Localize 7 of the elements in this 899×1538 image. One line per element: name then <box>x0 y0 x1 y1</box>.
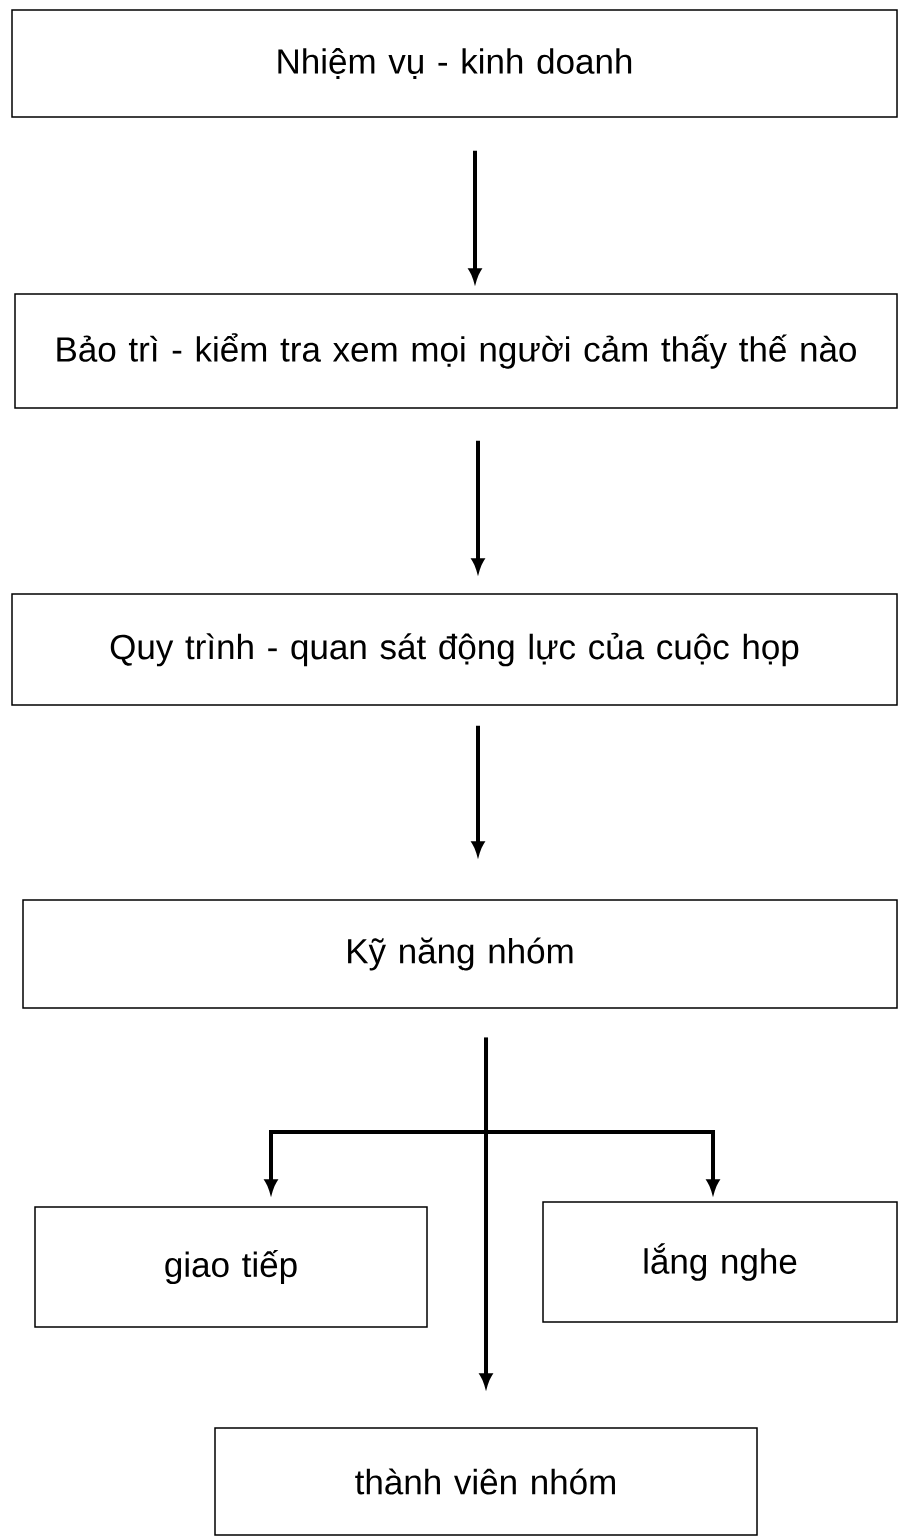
process-box: thành viên nhóm <box>214 1427 758 1536</box>
process-box: Quy trình - quan sát động lực của cuộc họp <box>11 593 898 706</box>
process-box: Nhiệm vụ - kinh doanh <box>11 9 898 118</box>
process-box: lắng nghe <box>542 1201 898 1323</box>
process-box: Kỹ năng nhóm <box>22 899 898 1009</box>
process-box: Bảo trì - kiểm tra xem mọi người cảm thấy thế nào <box>14 293 898 409</box>
process-box: giao tiếp <box>34 1206 428 1328</box>
